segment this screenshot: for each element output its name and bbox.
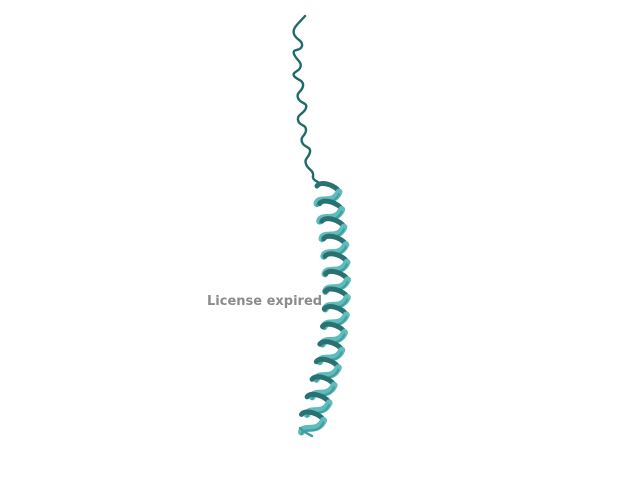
helix-turn-back	[323, 268, 351, 283]
helix-turn-back	[321, 233, 349, 248]
helix-turn-back	[319, 216, 347, 230]
helix-turn-back	[322, 251, 350, 265]
license-watermark: License expired	[207, 294, 323, 309]
helix-turn-edge	[300, 421, 325, 435]
coil-tube	[292, 14, 324, 186]
helix-turn-back	[314, 181, 342, 195]
helix-region	[297, 181, 352, 438]
helix-turn-back	[317, 198, 345, 213]
helix-turn-back	[322, 286, 350, 300]
coil-region	[292, 14, 324, 186]
c-terminal-tail	[298, 426, 314, 438]
